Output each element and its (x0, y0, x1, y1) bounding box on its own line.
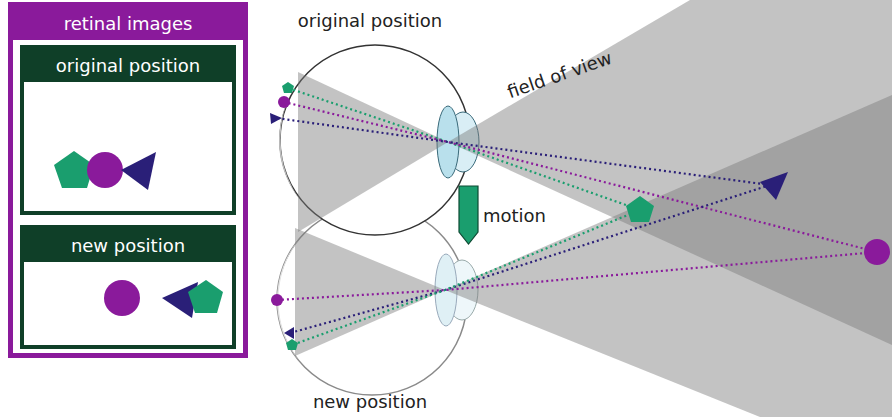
box-heading: original position (24, 49, 232, 82)
position-label: original position (298, 10, 442, 31)
eye-top (279, 45, 479, 235)
image-box: new position (20, 225, 236, 349)
box-heading: new position (24, 229, 232, 262)
retina-points (270, 82, 298, 350)
box-heading: retinal images (13, 7, 243, 40)
image-box: original position (20, 45, 236, 215)
light-rays (276, 88, 877, 345)
field-of-view-cones (295, 0, 892, 417)
position-label: new position (313, 391, 427, 412)
motion-arrow (459, 186, 478, 244)
panel-box: retinal images original position new posit… (8, 2, 248, 358)
objects (626, 172, 890, 265)
motion-label: motion (483, 205, 546, 226)
